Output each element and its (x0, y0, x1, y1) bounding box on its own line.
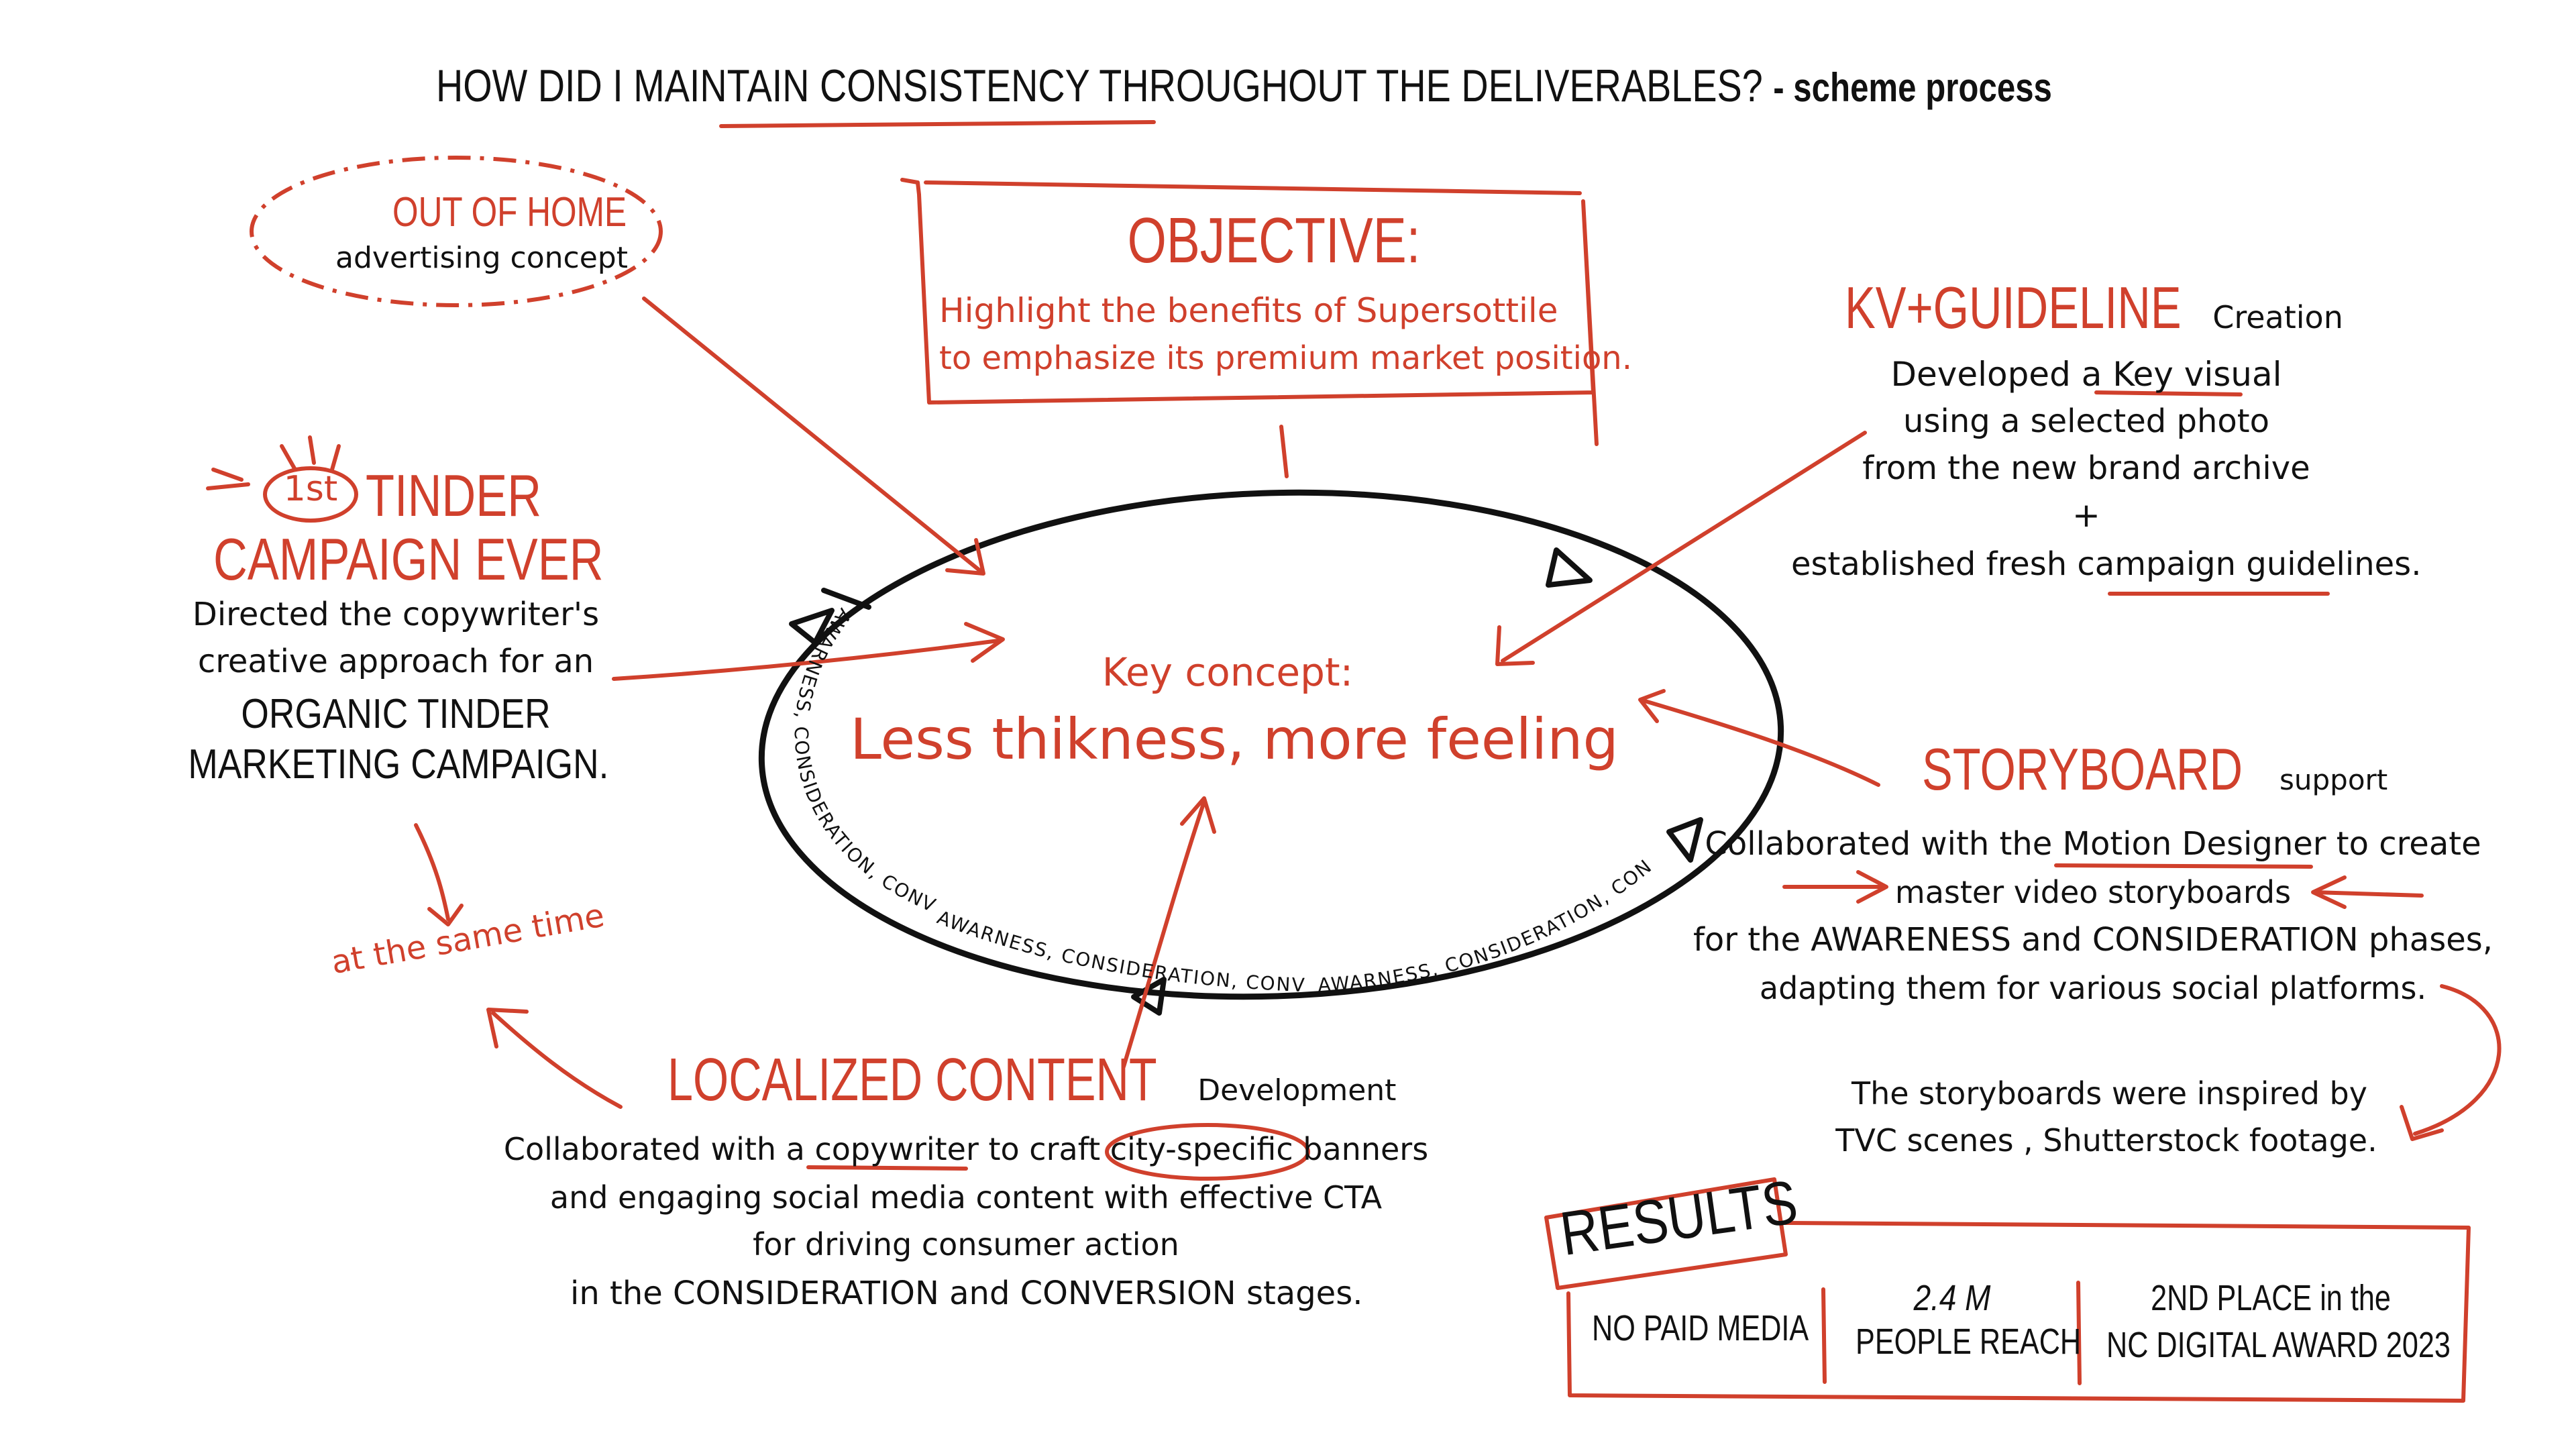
first-badge-text: 1st (283, 469, 338, 509)
underline-key-visual (2094, 390, 2243, 396)
arrow-localized-to-same-time (491, 1011, 623, 1109)
first-badge-circle (263, 466, 358, 523)
localized-heading-main: LOCALIZED CONTENT (667, 1046, 1157, 1114)
kv-line2: using a selected photo (1903, 402, 2269, 440)
tinder-heading2: CAMPAIGN EVER (213, 526, 604, 592)
arrow-out-of-home-to-concept (642, 297, 981, 572)
page-title: HOW DID I MAINTAIN CONSISTENCY THROUGHOU… (436, 60, 2052, 111)
kv-line1: Developed a Key visual (1890, 355, 2282, 394)
out-of-home-sub: advertising concept (335, 241, 628, 275)
storyboard-heading-main: STORYBOARD (1922, 736, 2243, 802)
arrow-storyboard-to-concept (1643, 699, 1880, 787)
storyboard-line4: adapting them for various social platfor… (1759, 970, 2427, 1006)
storyboard-line1: Collaborated with the Motion Designer to… (1705, 825, 2481, 863)
circle-city-specific (1105, 1123, 1310, 1181)
results-item-reach-label: PEOPLE REACH (1856, 1322, 2082, 1362)
localized-heading-suffix: Development (1197, 1073, 1397, 1108)
tinder-line2: creative approach for an (197, 643, 594, 680)
objective-line1: Highlight the benefits of Supersottile (939, 291, 1558, 330)
localized-heading: LOCALIZED CONTENT Development (667, 1046, 1396, 1114)
localized-line2: and engaging social media content with e… (549, 1179, 1383, 1216)
out-of-home-heading: OUT OF HOME (392, 189, 627, 235)
objective-tick (1279, 425, 1289, 478)
cycle-arrowhead-right (1666, 817, 1703, 863)
key-concept-label: Key concept: (1102, 649, 1354, 695)
title-underline (719, 120, 1156, 128)
tinder-line4: MARKETING CAMPAIGN. (188, 741, 609, 788)
objective-line2: to emphasize its premium market position… (939, 339, 1632, 377)
localized-line3: for driving consumer action (753, 1226, 1179, 1263)
storyboard-heading: STORYBOARD support (1922, 736, 2388, 803)
title-suffix: - scheme process (1773, 65, 2052, 110)
title-main: HOW DID I MAINTAIN CONSISTENCY THROUGHOU… (436, 60, 1763, 111)
tinder-heading1: TINDER (366, 462, 542, 529)
funnel-ellipse (758, 489, 1784, 1000)
storyboard-line3: for the AWARENESS and CONSIDERATION phas… (1693, 921, 2493, 959)
objective-heading: OBJECTIVE: (1127, 205, 1421, 276)
arrow-tinder-down (414, 823, 450, 921)
key-concept-value: Less thikness, more feeling (850, 706, 1619, 772)
kv-plus: + (2072, 496, 2100, 535)
kv-line4: established fresh campaign guidelines. (1791, 545, 2422, 583)
kv-heading-main: KV+GUIDELINE (1845, 274, 2182, 341)
results-item-reach-value: 2.4 M (1913, 1278, 1991, 1318)
arrow-storyboard-right-in (2312, 890, 2424, 898)
cycle-arrowhead-top (1546, 547, 1593, 588)
storyboard-note1: The storyboards were inspired by (1851, 1075, 2367, 1112)
localized-line4: in the CONSIDERATION and CONVERSION stag… (570, 1275, 1363, 1312)
localized-line1: Collaborated with a copywriter to craft … (503, 1131, 1429, 1167)
underline-copywriter (806, 1165, 968, 1171)
results-item-place: 2ND PLACE in the (2151, 1278, 2391, 1318)
arrow-storyboard-to-note (2413, 984, 2502, 1136)
storyboard-line2: master video storyboards (1894, 874, 2292, 910)
out-of-home-ellipse (250, 156, 663, 307)
cycle-arrowhead-left (789, 608, 835, 645)
kv-guideline-heading: KV+GUIDELINE Creation (1845, 274, 2343, 341)
results-table-box (1566, 1221, 2471, 1403)
kv-heading-suffix: Creation (2212, 299, 2343, 335)
kv-line3: from the new brand archive (1862, 449, 2310, 487)
arrow-tinder-to-concept (612, 639, 1000, 681)
objective-box (900, 178, 1599, 446)
storyboard-note2: TVC scenes , Shutterstock footage. (1835, 1122, 2377, 1159)
arrow-localized-to-concept (1122, 800, 1206, 1069)
results-title-box (1544, 1177, 1788, 1290)
results-item-award: NC DIGITAL AWARD 2023 (2106, 1325, 2451, 1365)
tinder-line3: ORGANIC TINDER (241, 691, 551, 737)
tinder-line1: Directed the copywriter's (192, 596, 600, 633)
storyboard-heading-suffix: support (2279, 763, 2388, 796)
results-item-no-paid-media: NO PAID MEDIA (1592, 1308, 1809, 1348)
underline-motion-designer (2054, 863, 2313, 869)
arrow-kv-to-concept (1501, 431, 1867, 663)
